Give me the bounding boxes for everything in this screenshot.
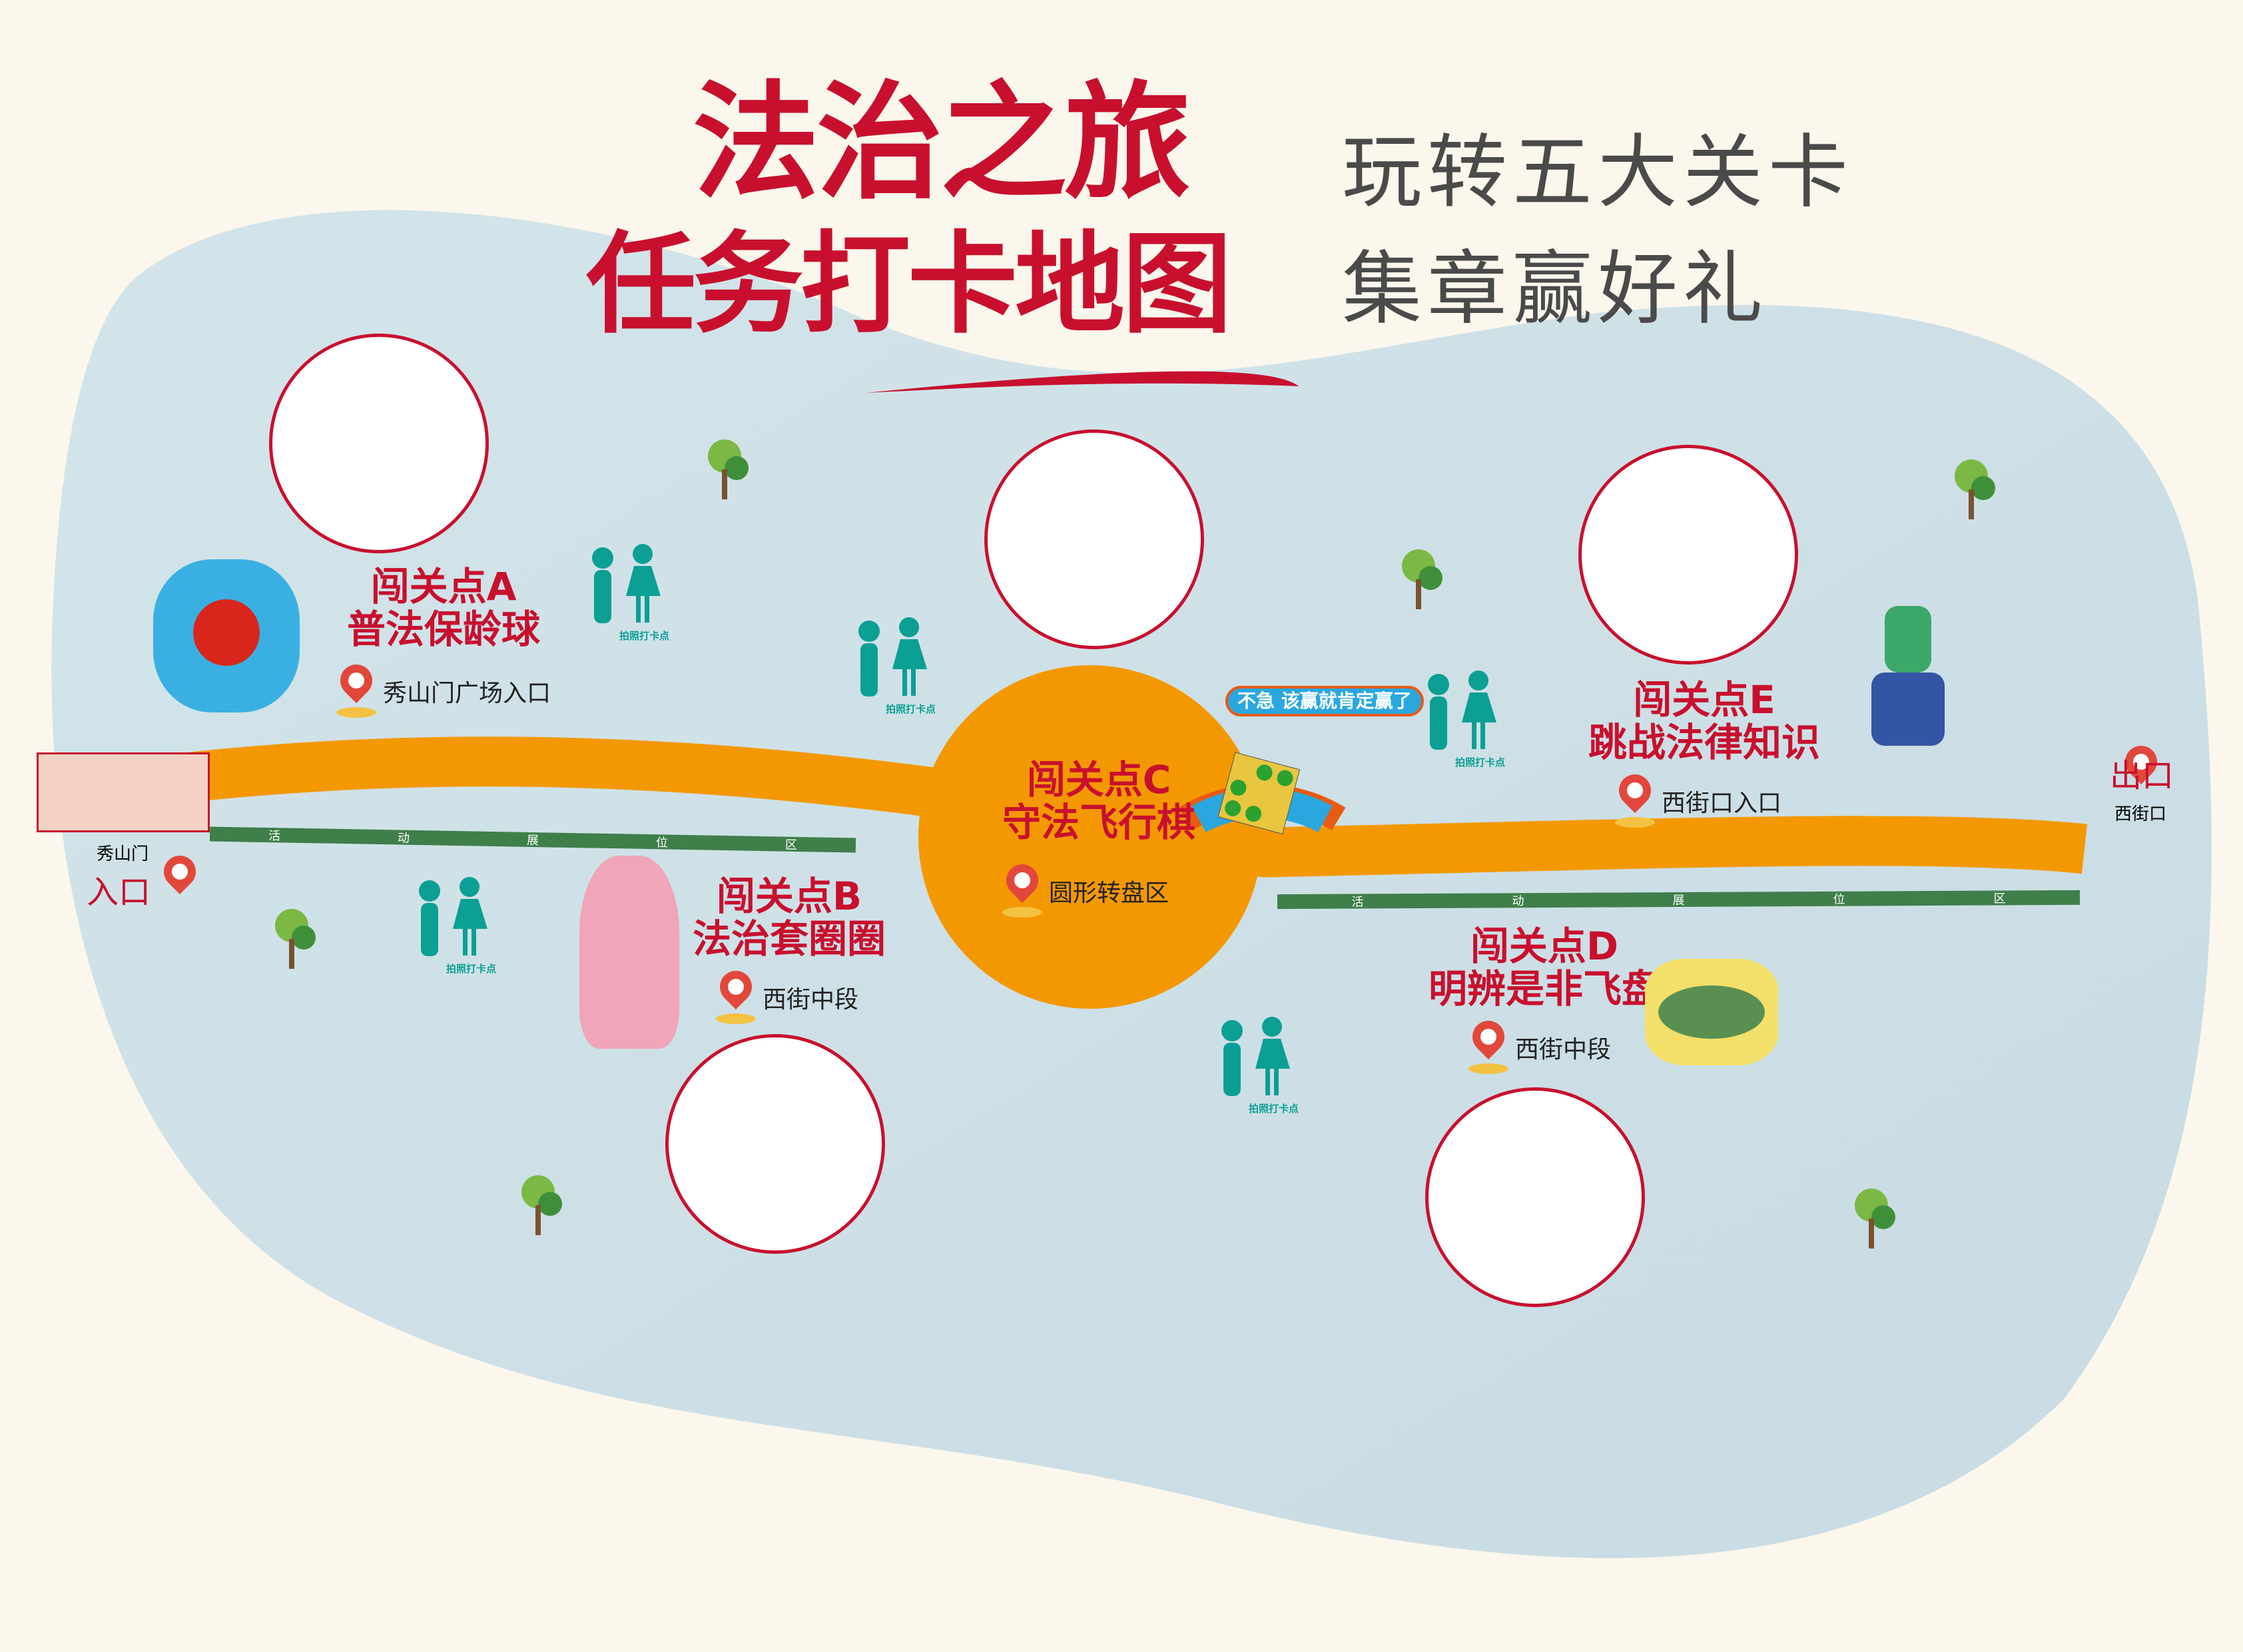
photographer-icon: [592, 544, 661, 623]
photo-spot: 拍照打卡点: [406, 872, 496, 975]
station-d: 闯关点D 明辨是非飞盘 西街中段: [1429, 924, 1661, 1074]
entrance-label: 入口: [87, 874, 151, 911]
station-d-name: 闯关点D: [1470, 924, 1619, 969]
station-b-name: 闯关点B: [716, 874, 862, 919]
photographer-icon: [858, 617, 927, 696]
tree-icon: [1855, 1189, 1895, 1248]
location-pin-icon: [1002, 864, 1042, 918]
location-pin-icon: [716, 971, 756, 1024]
frisbee-illustration: [1645, 959, 1778, 1065]
entrance-gate-name: 秀山门: [97, 844, 149, 864]
rainbow-sign: 不急 该赢就肯定赢了: [1225, 686, 1424, 716]
running-person-illustration: [1825, 566, 1971, 766]
stamp-slot-e: [1578, 445, 1798, 665]
photographer-icon: [1428, 671, 1496, 750]
station-e: 闯关点E 跳战法律知识 西街口入口: [1588, 679, 1820, 828]
photo-spot: 拍照打卡点: [1415, 666, 1505, 769]
station-c-game: 守法飞行棋: [1002, 799, 1196, 845]
photographer-icon: [419, 877, 487, 956]
tree-icon: [1402, 549, 1442, 609]
photo-spot: 拍照打卡点: [579, 539, 669, 643]
location-pin-icon: [1468, 1021, 1508, 1074]
title-line1: 法治之旅: [693, 69, 1191, 216]
subtitle-line1: 玩转五大关卡: [1342, 127, 1853, 219]
tree-icon: [708, 439, 749, 499]
station-e-name: 闯关点E: [1633, 677, 1775, 722]
title-line2: 任务打卡地图: [586, 220, 1232, 348]
ring-toss-illustration: [579, 856, 679, 1049]
station-a-game: 普法保龄球: [347, 606, 541, 652]
exit-place: 西街口: [2114, 804, 2167, 824]
tree-icon: [275, 909, 316, 969]
photographer-icon: [1221, 1017, 1290, 1096]
road: [170, 736, 2088, 878]
stamp-slot-d: [1425, 1087, 1645, 1307]
roundabout: [918, 665, 1262, 1009]
photo-spot: 拍照打卡点: [1209, 1012, 1299, 1115]
subtitle-line2: 集章赢好礼: [1342, 243, 1768, 336]
station-e-location: 西街口入口: [1662, 789, 1782, 817]
tree-icon: [1955, 459, 1995, 519]
station-c-name: 闯关点C: [1026, 757, 1171, 802]
tree-icon: [521, 1175, 562, 1235]
station-a-name: 闯关点A: [370, 564, 517, 609]
bowling-illustration: [153, 559, 300, 712]
location-pin-icon: [336, 665, 376, 718]
station-a-location: 秀山门广场入口: [383, 679, 551, 707]
station-a: 闯关点A 普法保龄球 秀山门广场入口: [336, 564, 551, 718]
stamp-slot-b: [665, 1034, 885, 1254]
stamp-slot-a: [269, 334, 489, 553]
station-d-game: 明辨是非飞盘: [1429, 965, 1661, 1011]
location-pin-icon: [1615, 774, 1655, 828]
xiushan-gate-icon: [37, 752, 210, 832]
station-d-location: 西街中段: [1515, 1035, 1612, 1063]
stamp-slot-c: [984, 429, 1204, 649]
exit-pin-icon: [2121, 746, 2161, 799]
station-b-game: 法治套圈圈: [693, 916, 886, 962]
station-c: 闯关点C 守法飞行棋 圆形转盘区: [1002, 757, 1196, 918]
station-c-location: 圆形转盘区: [1049, 879, 1169, 907]
tic-tac-toe-board-icon: [1217, 752, 1301, 835]
station-e-game: 跳战法律知识: [1588, 719, 1821, 765]
station-b-location: 西街中段: [763, 985, 859, 1013]
photo-spot: 拍照打卡点: [846, 613, 936, 716]
station-b: 闯关点B 法治套圈圈 西街中段: [693, 874, 886, 1024]
entrance-pin-icon: [160, 856, 200, 909]
exit-label: 出口: [2110, 757, 2174, 794]
